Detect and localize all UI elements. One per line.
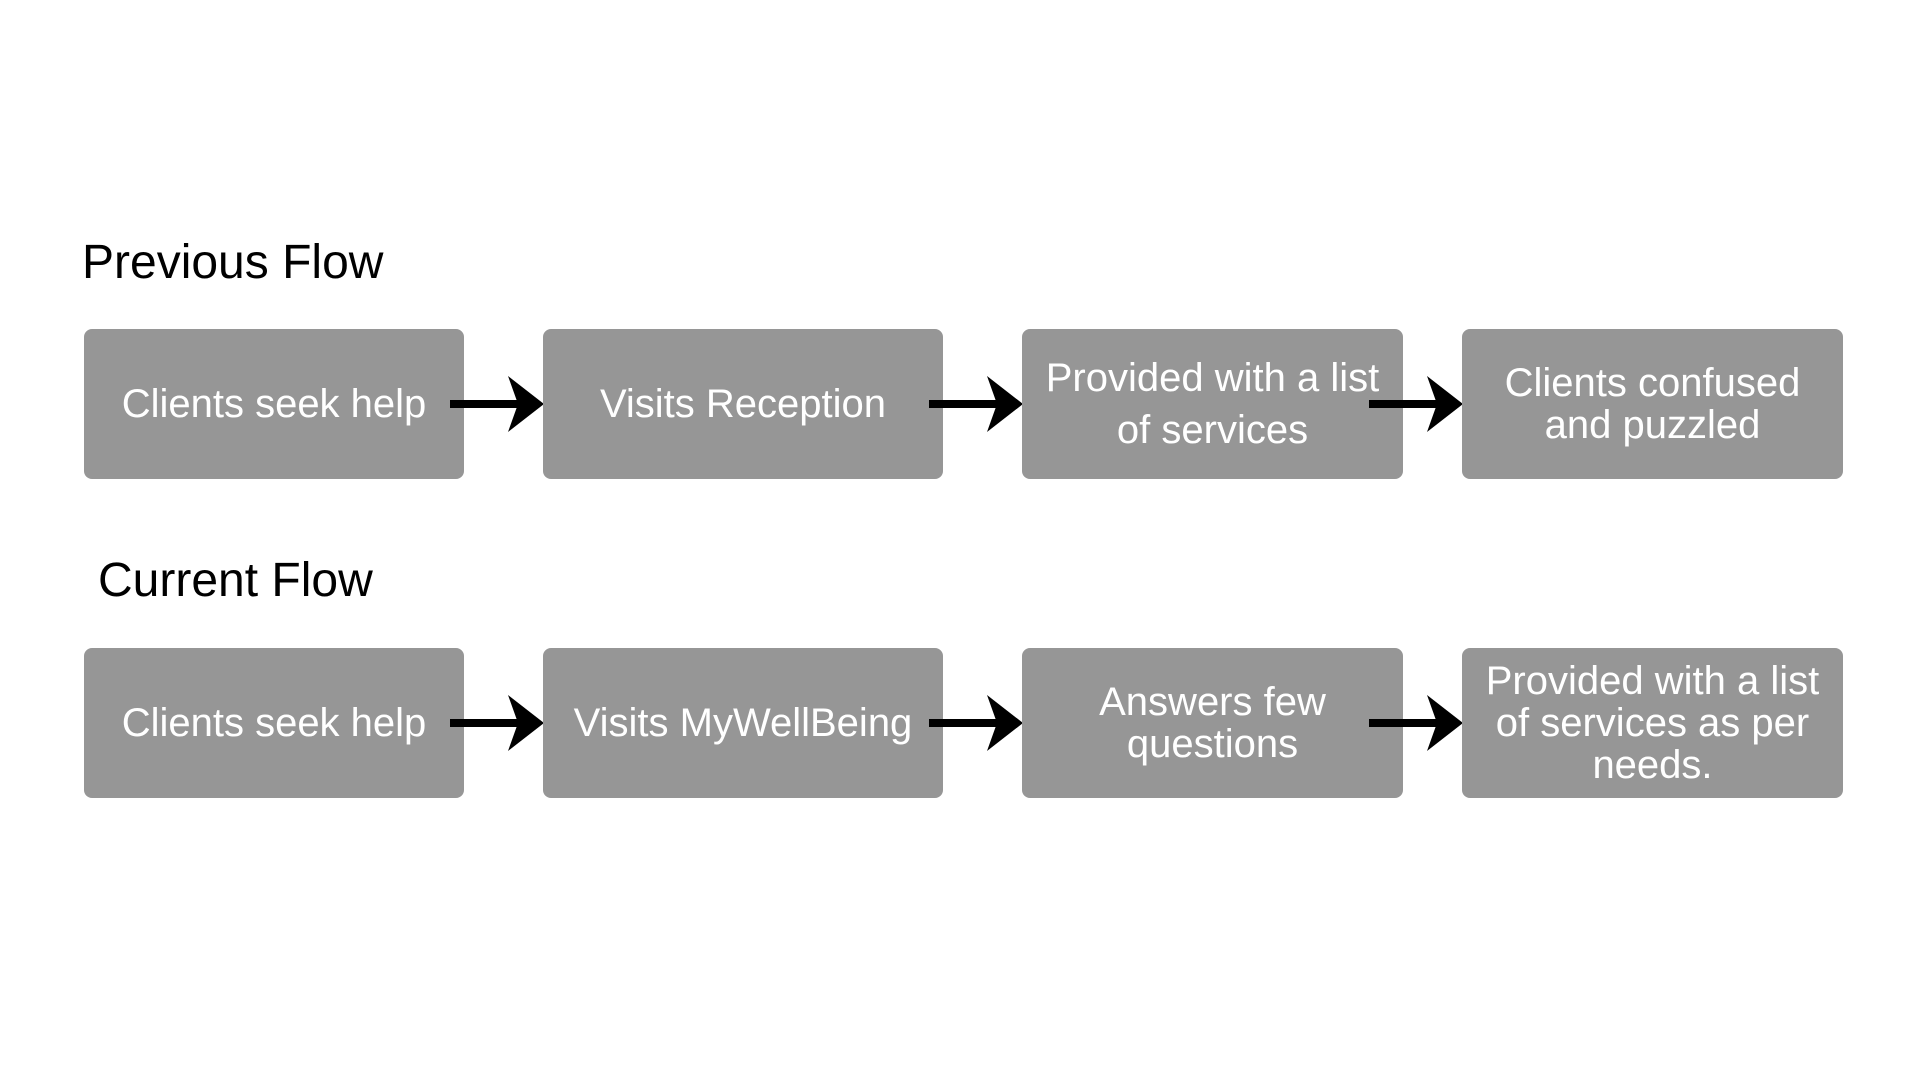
previous-flow-step-1: Clients seek help xyxy=(84,329,464,479)
current-flow-step-3: Answers few questions xyxy=(1022,648,1403,798)
previous-flow-step-3: Provided with a list of services xyxy=(1022,329,1403,479)
previous-flow-title: Previous Flow xyxy=(82,236,384,289)
previous-flow-step-3-label: Provided with a list of services xyxy=(1045,356,1380,452)
arrow-right-icon xyxy=(1369,695,1463,751)
arrow-right-icon xyxy=(1369,376,1463,432)
current-flow-step-3-label: Answers few questions xyxy=(1099,680,1326,766)
arrow-right-icon xyxy=(450,695,544,751)
arrow-right-icon xyxy=(929,376,1023,432)
current-flow-step-1-label: Clients seek help xyxy=(121,701,427,745)
current-flow-step-1: Clients seek help xyxy=(84,648,464,798)
previous-flow-step-1-label: Clients seek help xyxy=(121,382,427,426)
arrow-right-icon xyxy=(929,695,1023,751)
current-flow-step-4: Provided with a list of services as per … xyxy=(1462,648,1843,798)
current-flow-step-4-label: Provided with a list of services as per … xyxy=(1485,659,1820,787)
arrow-right-icon xyxy=(450,376,544,432)
previous-flow-step-4-label: Clients confused and puzzled xyxy=(1504,361,1801,447)
current-flow-title: Current Flow xyxy=(98,554,373,607)
current-flow-step-2-label: Visits MyWellBeing xyxy=(573,701,913,745)
current-flow-step-2: Visits MyWellBeing xyxy=(543,648,943,798)
previous-flow-step-2: Visits Reception xyxy=(543,329,943,479)
previous-flow-step-4: Clients confused and puzzled xyxy=(1462,329,1843,479)
previous-flow-step-2-label: Visits Reception xyxy=(599,382,887,426)
